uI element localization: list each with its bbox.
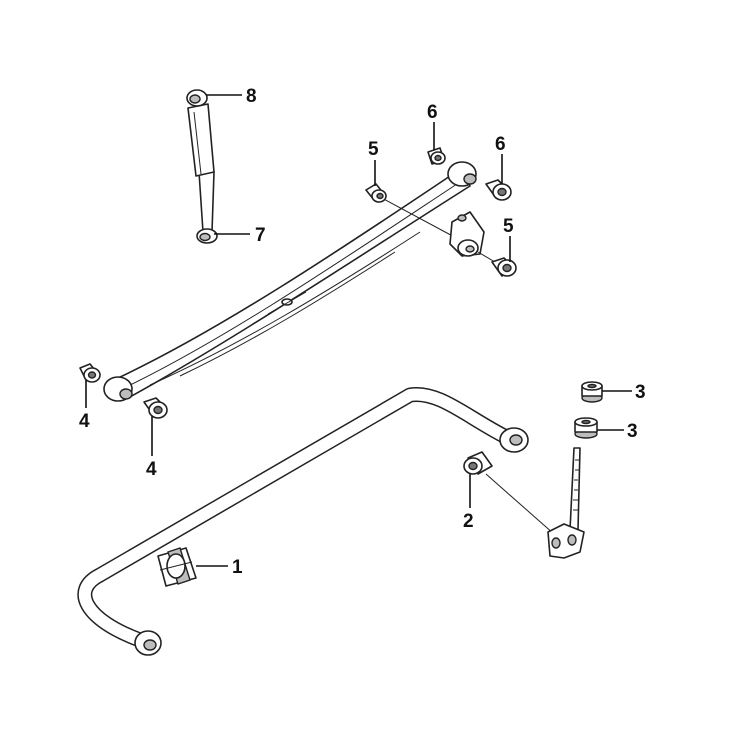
link-rubber-3b bbox=[574, 417, 598, 439]
callout-6b: 6 bbox=[495, 134, 506, 155]
callout-2: 2 bbox=[463, 511, 474, 532]
callout-8: 8 bbox=[246, 86, 257, 107]
callout-1: 1 bbox=[232, 557, 243, 578]
shock-absorber bbox=[186, 89, 218, 244]
link-bushing bbox=[463, 451, 493, 475]
leader-lines bbox=[85, 94, 632, 567]
stabilizer-link bbox=[485, 447, 585, 559]
link-rubber-3a bbox=[581, 381, 603, 403]
bushing-4a bbox=[79, 363, 101, 383]
callout-3a: 3 bbox=[635, 382, 646, 403]
bushing-5b bbox=[491, 257, 517, 277]
callout-3b: 3 bbox=[627, 421, 638, 442]
callout-7: 7 bbox=[255, 225, 266, 246]
callout-labels: 1 2 3 3 4 4 5 5 6 6 7 8 bbox=[79, 86, 646, 578]
stabilizer-bushing bbox=[157, 547, 197, 587]
spring-shackle bbox=[379, 196, 501, 266]
callout-5b: 5 bbox=[503, 216, 514, 237]
callout-4a: 4 bbox=[79, 411, 90, 432]
callout-6a: 6 bbox=[427, 102, 438, 123]
bushing-4b bbox=[143, 397, 168, 419]
bushing-6a bbox=[427, 147, 446, 165]
bushing-5a bbox=[365, 183, 387, 203]
leaf-spring bbox=[103, 161, 477, 402]
stabilizer-bar bbox=[77, 386, 529, 656]
callout-5a: 5 bbox=[368, 139, 379, 160]
callout-4b: 4 bbox=[146, 459, 157, 480]
bushing-6b bbox=[485, 179, 512, 201]
